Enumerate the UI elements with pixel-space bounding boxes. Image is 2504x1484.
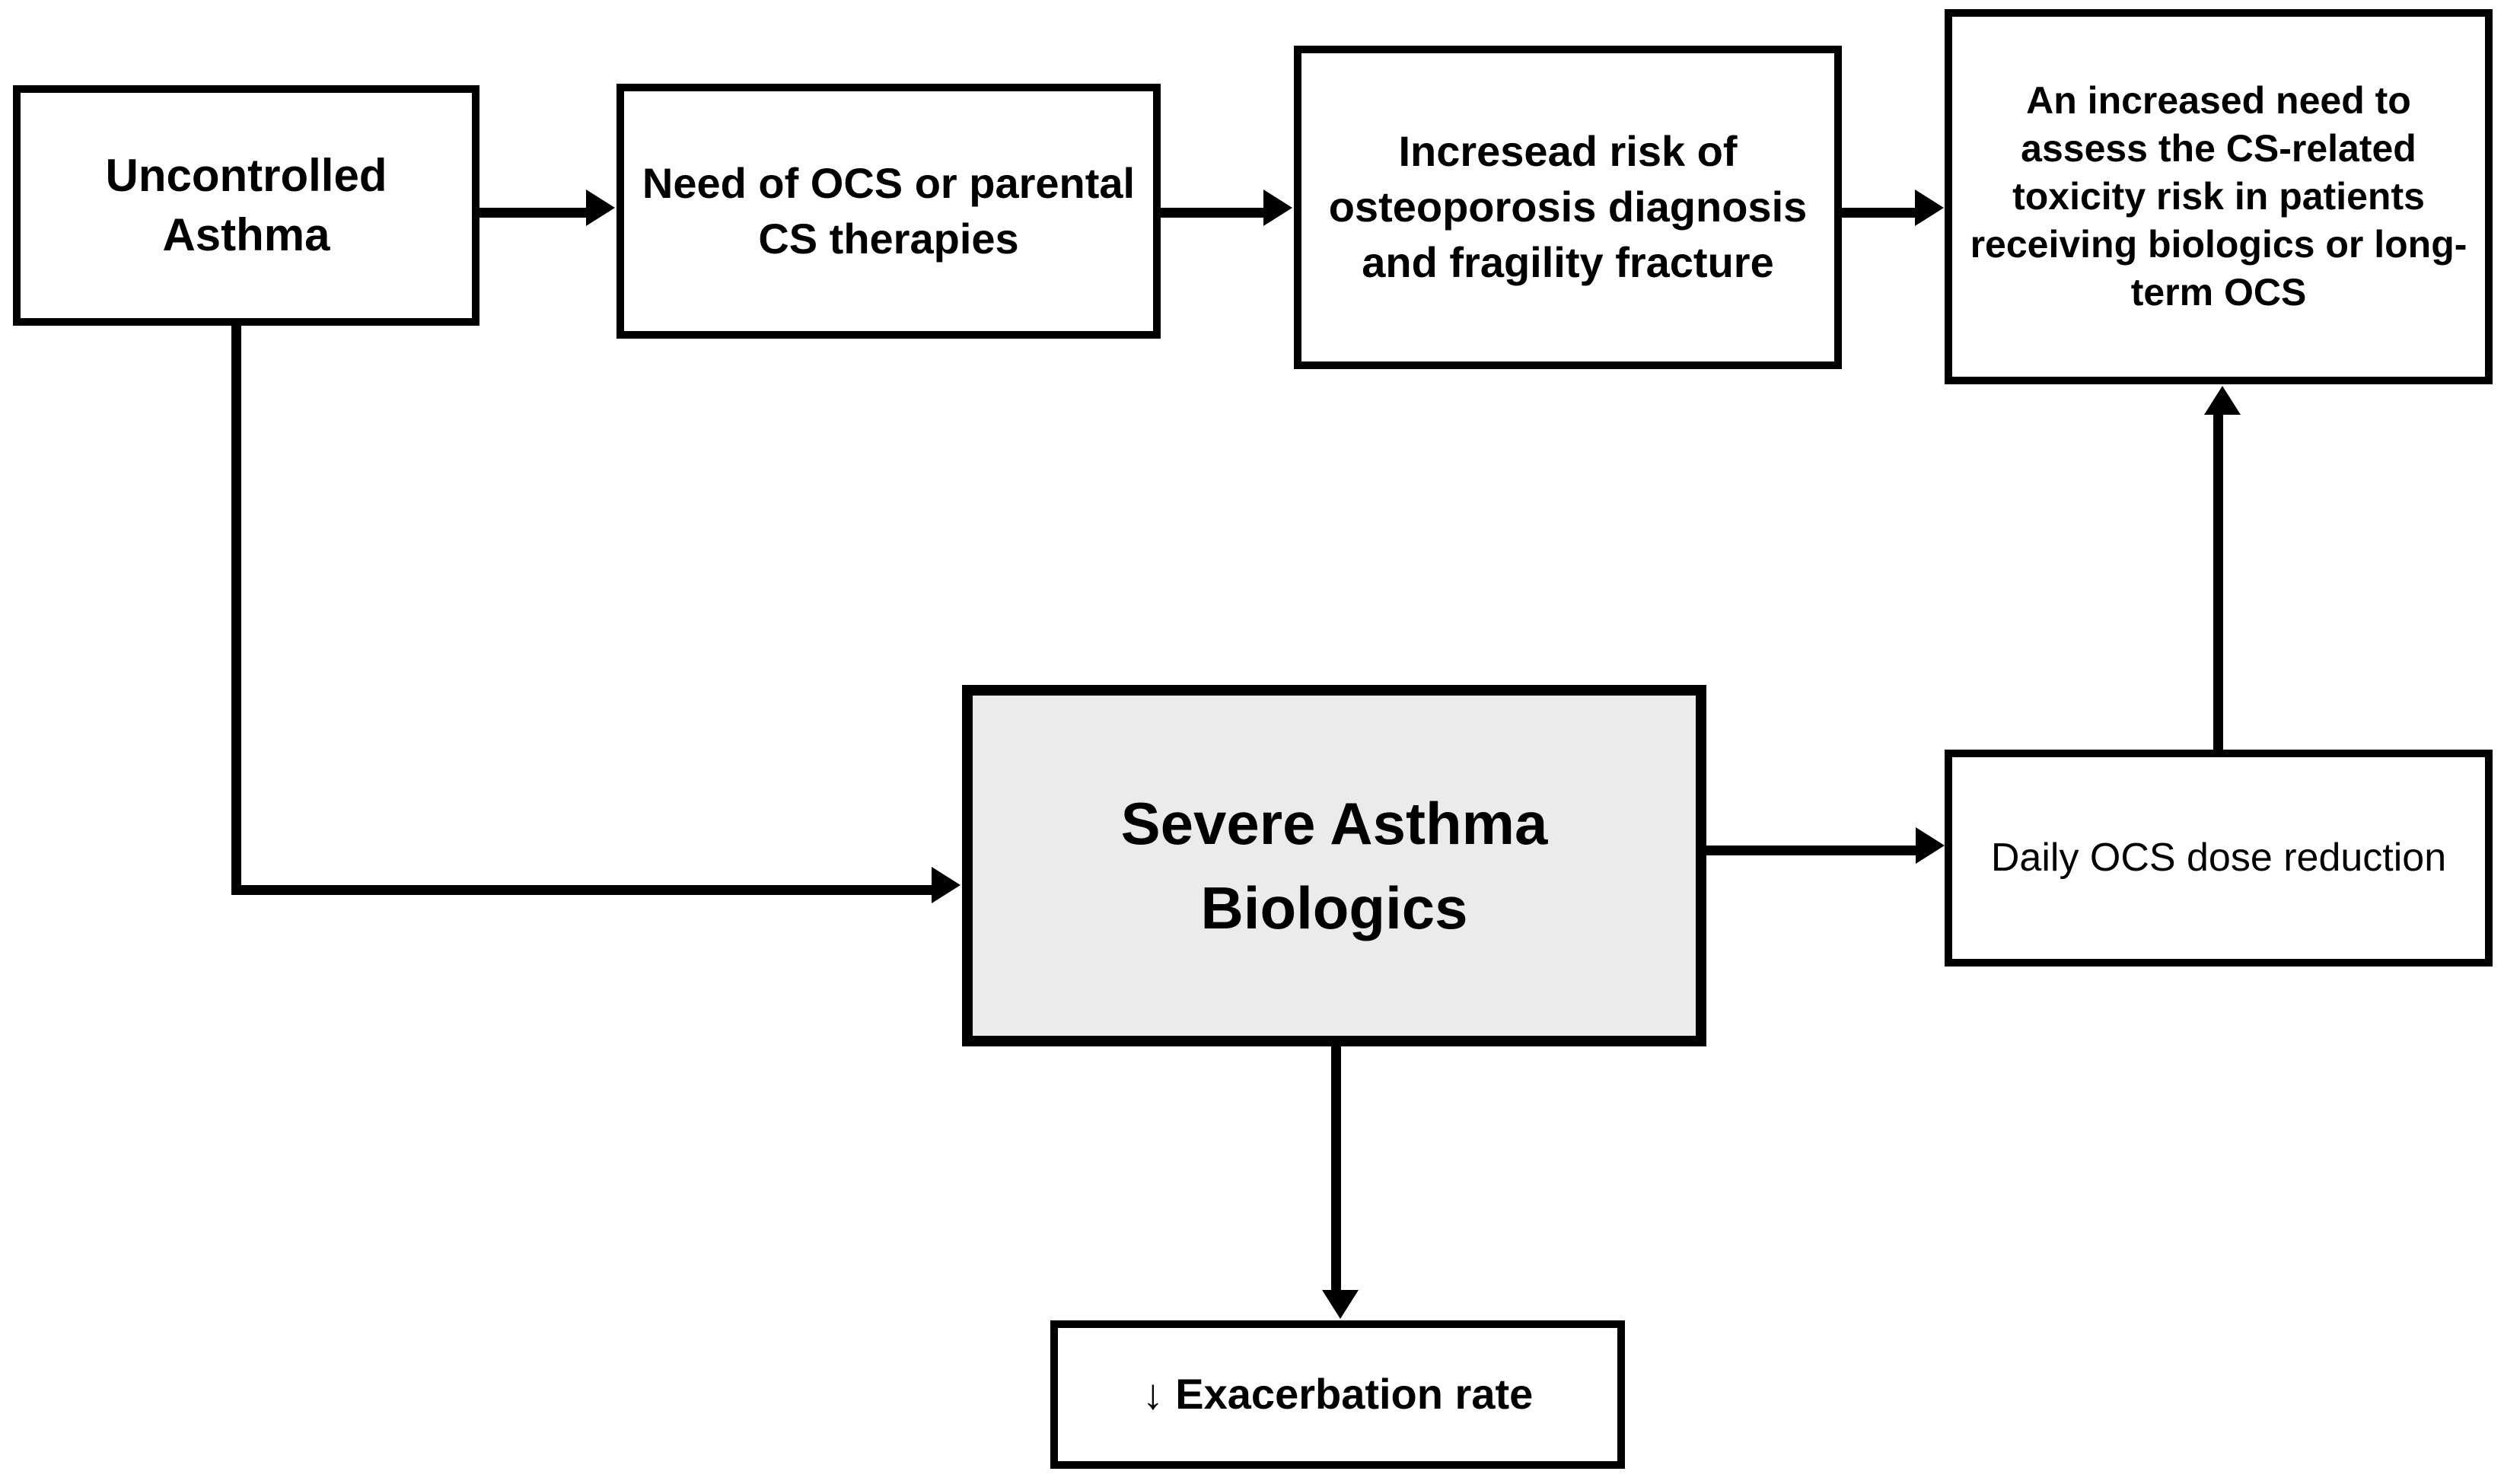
arrowhead-right-icon — [1263, 189, 1292, 226]
node-assess-cs-toxicity[interactable]: An increased need to assess the CS-relat… — [1945, 9, 2493, 384]
node-ocs-need[interactable]: Need of OCS or parental CS therapies — [616, 84, 1161, 339]
node-label-assess-cs-toxicity: An increased need to assess the CS-relat… — [1970, 79, 2467, 314]
edge-biologics-to-exacerbation — [1331, 1046, 1341, 1294]
edge-ocs-need-to-osteoporosis — [1161, 208, 1263, 218]
arrowhead-down-icon — [1322, 1290, 1359, 1319]
edge-biologics-to-ocs-reduction — [1706, 845, 1916, 855]
edge-ocs-reduction-to-assess-toxicity — [2213, 415, 2223, 753]
node-exacerbation-rate[interactable]: ↓ Exacerbation rate — [1050, 1320, 1625, 1469]
node-daily-ocs-dose-reduction[interactable]: Daily OCS dose reduction — [1945, 750, 2493, 967]
arrowhead-right-icon — [1916, 827, 1945, 864]
node-severe-asthma-biologics[interactable]: Severe Asthma Biologics — [962, 685, 1706, 1046]
edge-uncontrolled-to-ocs-need — [479, 208, 586, 218]
node-label-severe-asthma-biologics: Severe Asthma Biologics — [1120, 789, 1548, 941]
node-label-daily-ocs-dose-reduction: Daily OCS dose reduction — [1990, 835, 2447, 880]
edge-uncontrolled-to-biologics-horizontal — [231, 885, 932, 895]
node-label-uncontrolled-asthma: Uncontrolled Asthma — [105, 150, 387, 260]
edge-uncontrolled-to-biologics-vertical — [231, 326, 241, 895]
node-label-osteoporosis-risk: Incresead risk of osteoporosis diagnosis… — [1328, 127, 1808, 286]
arrowhead-up-icon — [2204, 386, 2241, 415]
arrowhead-right-icon — [586, 189, 615, 226]
arrowhead-right-icon — [932, 867, 961, 903]
arrowhead-right-icon — [1915, 189, 1944, 226]
node-uncontrolled-asthma[interactable]: Uncontrolled Asthma — [13, 85, 479, 326]
node-osteoporosis-risk[interactable]: Incresead risk of osteoporosis diagnosis… — [1294, 46, 1842, 369]
edge-osteoporosis-to-assess-toxicity — [1842, 208, 1915, 218]
node-label-exacerbation-rate: ↓ Exacerbation rate — [1142, 1370, 1534, 1419]
node-label-ocs-need: Need of OCS or parental CS therapies — [642, 158, 1136, 263]
